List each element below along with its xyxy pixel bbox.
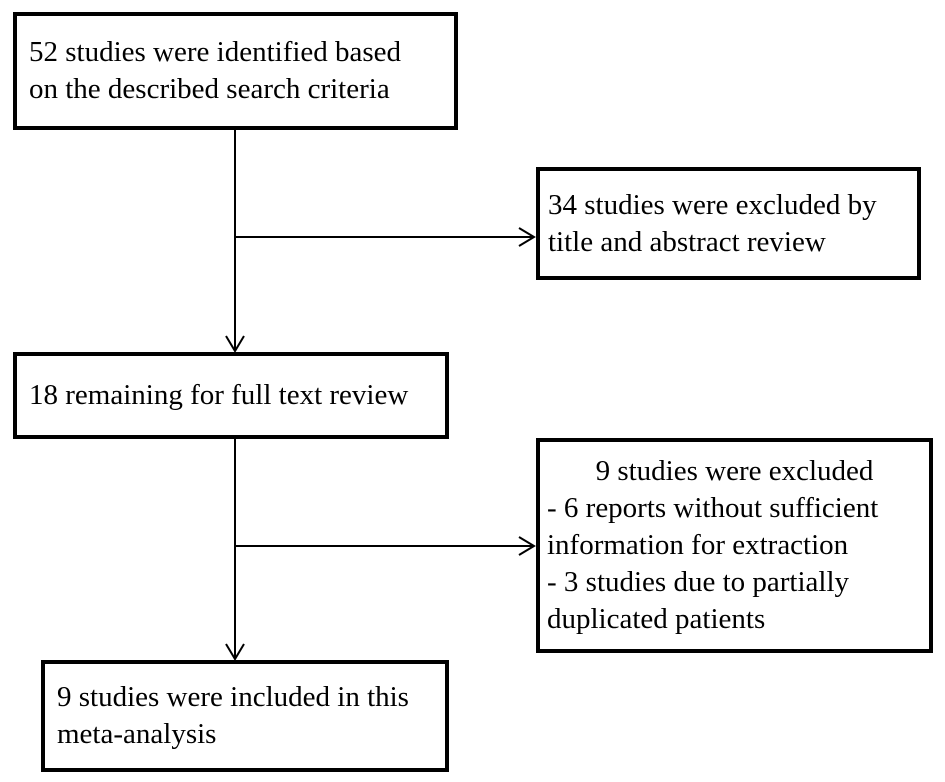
- box-included-meta-analysis-line1: 9 studies were included in this: [57, 681, 409, 713]
- box-studies-identified-line2: on the described search criteria: [29, 73, 390, 105]
- box-excluded-full-text-line2: - 6 reports without sufficient: [547, 492, 879, 524]
- box-excluded-full-text-line1: 9 studies were excluded: [595, 455, 874, 487]
- box-excluded-title-abstract-line1: 34 studies were excluded by: [548, 188, 877, 221]
- box-excluded-full-text-line3: information for extraction: [547, 529, 849, 561]
- arrow-branch-excluded-fulltext-head: [518, 536, 536, 556]
- box-studies-identified: 52 studies were identified based on the …: [13, 12, 458, 130]
- box-included-meta-analysis: 9 studies were included in this meta-ana…: [41, 660, 449, 772]
- box-studies-identified-line1: 52 studies were identified based: [29, 36, 402, 68]
- box-excluded-title-abstract-line2: title and abstract review: [548, 225, 826, 258]
- arrow-branch-excluded-abstract-head: [518, 227, 536, 247]
- box-remaining-full-text: 18 remaining for full text review: [13, 352, 449, 439]
- arrow-identified-to-fulltext-head: [225, 335, 245, 353]
- box-included-meta-analysis-line2: meta-analysis: [57, 718, 217, 750]
- box-excluded-title-abstract: 34 studies were excluded by title and ab…: [536, 167, 921, 280]
- arrow-fulltext-to-included-head: [225, 643, 245, 661]
- box-remaining-full-text-line1: 18 remaining for full text review: [29, 379, 409, 411]
- box-excluded-full-text: 9 studies were excluded - 6 reports with…: [536, 438, 933, 653]
- box-excluded-full-text-line5: duplicated patients: [547, 603, 766, 635]
- box-excluded-full-text-line4: - 3 studies due to partially: [547, 566, 850, 598]
